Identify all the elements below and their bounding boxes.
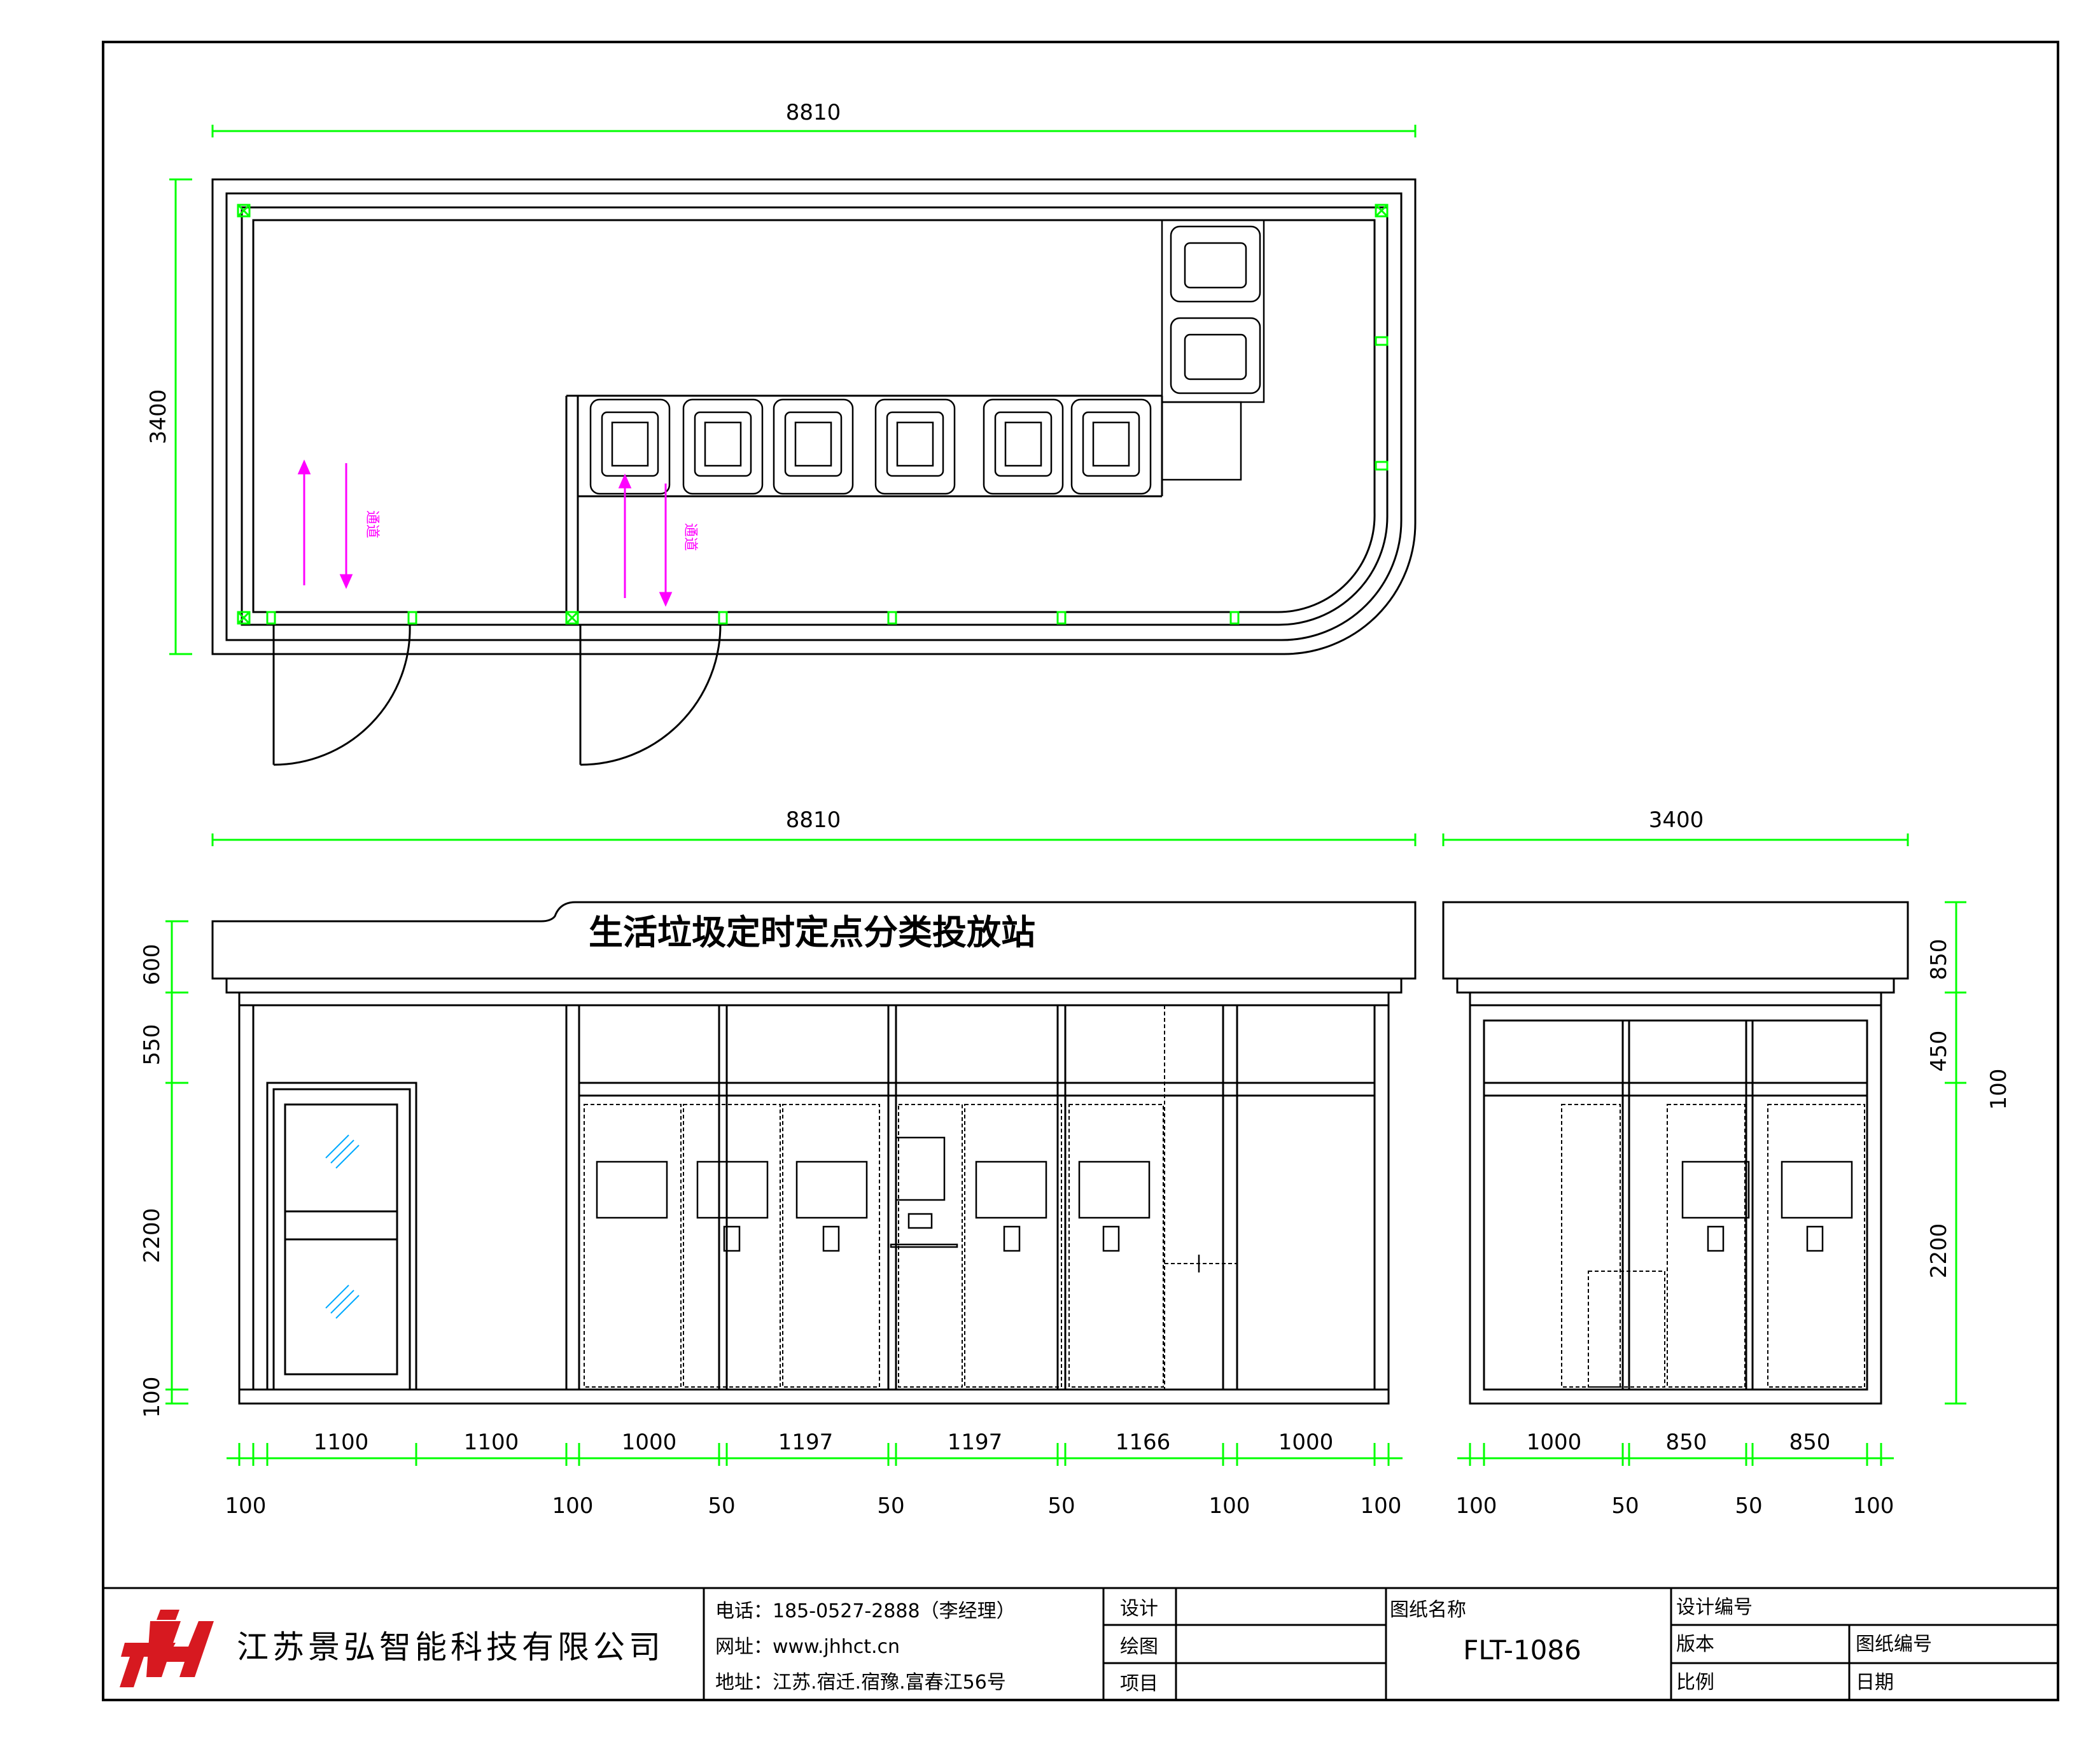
front-post-4: 50 [1047, 1493, 1075, 1519]
drawing-name-label: 图纸名称 [1390, 1599, 1466, 1621]
drawing-name-value: FLT-1086 [1463, 1634, 1581, 1666]
plan-bins-row [589, 398, 1152, 495]
front-segment-0: 1100 [314, 1430, 369, 1455]
side-post-2: 50 [1735, 1493, 1762, 1519]
front-post-6: 100 [1361, 1493, 1402, 1519]
plan-aisle-label-right: 通道 [682, 523, 698, 551]
side-bin-panels [1681, 1160, 1853, 1252]
scale-label: 比例 [1676, 1671, 1714, 1694]
plan-doors [272, 624, 722, 766]
side-post-labels: 100 50 50 100 [1456, 1493, 1894, 1519]
side-elevation [1442, 901, 1909, 1405]
project-label: 项目 [1120, 1673, 1158, 1695]
design-no-label: 设计编号 [1676, 1596, 1753, 1619]
company-name: 江苏景弘智能科技有限公司 [237, 1629, 664, 1666]
side-post-0: 100 [1456, 1493, 1497, 1519]
front-height-1: 550 [139, 1024, 165, 1066]
front-dimension-lines [165, 833, 1417, 1466]
plan-corner-bins [1161, 219, 1265, 481]
side-segment-0: 1000 [1527, 1430, 1582, 1455]
front-segment-4: 1197 [948, 1430, 1003, 1455]
front-segment-2: 1000 [622, 1430, 677, 1455]
front-segment-5: 1166 [1116, 1430, 1171, 1455]
design-label: 设计 [1120, 1598, 1158, 1620]
side-height-0: 850 [1926, 939, 1952, 980]
title-block-labels: 设计 绘图 项目 图纸名称 FLT-1086 设计编号 版本 图纸编号 比例 日… [1120, 1596, 1932, 1695]
front-dim-width: 8810 [786, 807, 841, 833]
front-segment-1: 1100 [464, 1430, 519, 1455]
side-dim-width: 3400 [1649, 807, 1704, 833]
side-dim-extra: 100 [1986, 1069, 2012, 1110]
side-height-2: 2200 [1926, 1223, 1952, 1279]
side-segment-labels: 1000 850 850 [1527, 1430, 1831, 1455]
front-door-glass-marks [325, 1134, 360, 1319]
drawing-label: 绘图 [1120, 1636, 1158, 1658]
front-post-2: 50 [708, 1493, 735, 1519]
front-height-labels: 600 550 2200 100 [139, 944, 165, 1418]
drawing-no-label: 图纸编号 [1856, 1633, 1932, 1655]
contact-phone: 电话：185-0527-2888（李经理） [715, 1600, 1016, 1622]
contact-website: 网址：www.jhhct.cn [715, 1636, 900, 1658]
contact-address: 地址：江苏.宿迁.宿豫.富春江56号 [715, 1671, 1006, 1694]
plan-flow-arrows [297, 459, 673, 607]
front-bin-compartments [584, 1005, 1237, 1390]
front-post-0: 100 [225, 1493, 267, 1519]
front-segment-6: 1000 [1278, 1430, 1334, 1455]
plan-dim-depth: 3400 [146, 389, 171, 445]
front-sign-text: 生活垃圾定时定点分类投放站 [589, 912, 1035, 952]
version-label: 版本 [1676, 1633, 1714, 1655]
side-height-labels: 850 450 2200 100 [1926, 939, 2012, 1279]
plan-dim-width: 8810 [786, 100, 841, 125]
front-segment-labels: 1100 1100 1000 1197 1197 1166 1000 [314, 1430, 1334, 1455]
front-bin-panels [596, 1136, 1200, 1272]
company-logo [120, 1610, 214, 1687]
side-segment-2: 850 [1789, 1430, 1831, 1455]
side-post-1: 50 [1611, 1493, 1639, 1519]
front-post-1: 100 [552, 1493, 594, 1519]
side-bin-compartments [1561, 1104, 1865, 1388]
side-height-1: 450 [1926, 1031, 1952, 1072]
title-block [103, 1587, 2058, 1700]
front-post-5: 100 [1209, 1493, 1250, 1519]
side-post-3: 100 [1853, 1493, 1894, 1519]
side-segment-1: 850 [1666, 1430, 1707, 1455]
plan-view [211, 178, 1417, 766]
front-height-2: 2200 [139, 1208, 165, 1264]
front-segment-3: 1197 [778, 1430, 834, 1455]
date-label: 日期 [1856, 1671, 1894, 1694]
front-height-3: 100 [139, 1377, 165, 1418]
front-post-labels: 100 100 50 50 50 100 100 [225, 1493, 1402, 1519]
sheet-border [102, 41, 2059, 1701]
plan-column-markers [237, 204, 1389, 625]
plan-aisle-label-left: 通道 [364, 510, 380, 538]
side-dimension-lines [1442, 833, 1966, 1466]
front-height-0: 600 [139, 944, 165, 986]
front-elevation [211, 901, 1417, 1405]
plan-dimension-lines [169, 125, 1417, 655]
contact-info: 电话：185-0527-2888（李经理） 网址：www.jhhct.cn 地址… [715, 1600, 1016, 1694]
front-post-3: 50 [877, 1493, 904, 1519]
